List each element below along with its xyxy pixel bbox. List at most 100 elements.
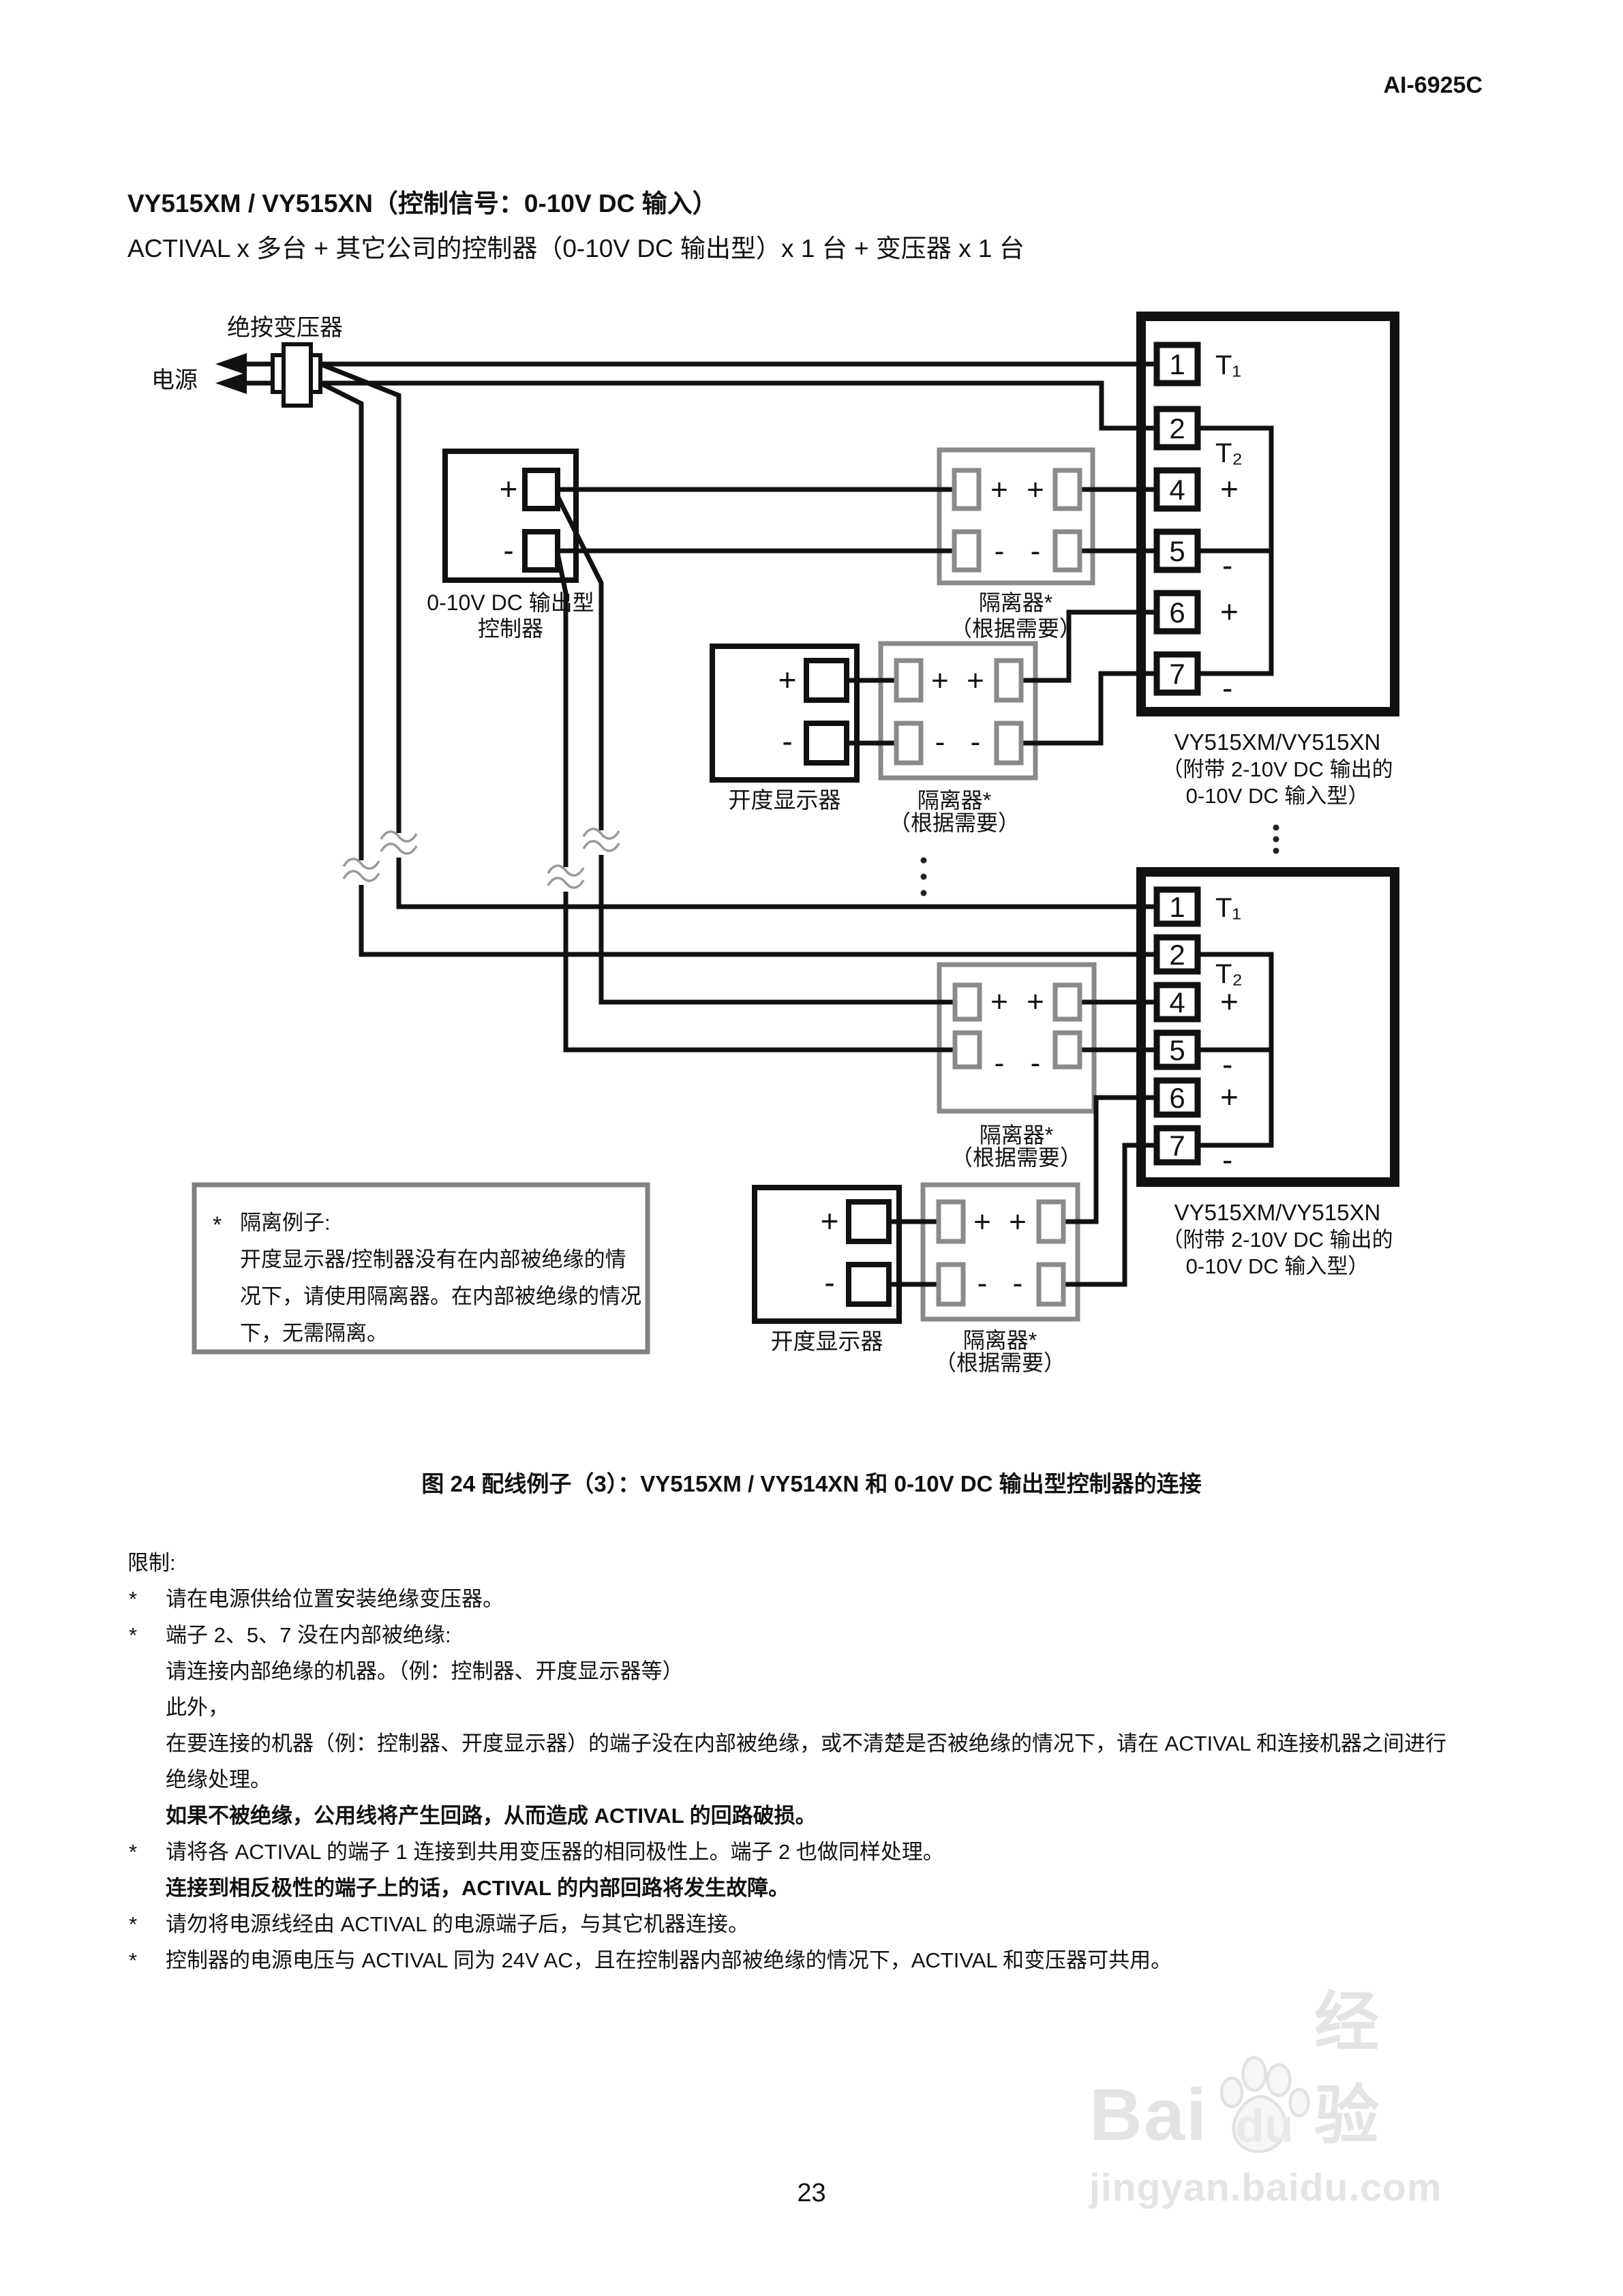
isolator11-plus-out-sign: + <box>1027 473 1044 507</box>
wire-power-branch-b2-to-t2-unit2 <box>359 885 1157 957</box>
baidu-logo-bai: Bai <box>1089 2073 1209 2156</box>
restriction-text: 请连接内部绝缘的机器。（例：控制器、开度显示器等） <box>166 1659 684 1683</box>
unit1-label-line3: 0-10V DC 输入型） <box>1186 784 1369 808</box>
wire-isolator22-plus-to-t6 <box>1063 1095 1157 1224</box>
unit2-t4-plus: + <box>1220 984 1239 1019</box>
unit1-terminal-4 <box>1153 467 1201 512</box>
power-arrows <box>215 353 247 394</box>
wire-isolator12-plus-to-t6 <box>1021 609 1157 683</box>
unit1-terminal-label-2: 2 <box>1169 412 1185 444</box>
display1-plus-sign: + <box>778 662 797 697</box>
isolator22-out-plus <box>1036 1199 1066 1244</box>
isolator12-plus-out-sign: + <box>967 664 984 697</box>
display1-minus-sign: - <box>782 723 792 759</box>
isolator22-plus-in-sign: + <box>973 1205 991 1239</box>
display2-plus-sign: + <box>821 1203 839 1239</box>
baidu-logo: Bai du 经验 <box>1089 1987 1403 2157</box>
baidu-watermark-url: jingyan.baidu.com <box>1089 2166 1442 2209</box>
power-label: 电源 <box>151 367 198 393</box>
wire-break-icon <box>582 828 620 840</box>
unit2-terminal-1 <box>1153 886 1201 927</box>
unit2-terminal-label-7: 7 <box>1169 1130 1185 1162</box>
continuation-dots-icon <box>1273 847 1279 854</box>
wire-break-icon <box>547 877 585 889</box>
restriction-item: *请将各 ACTIVAL 的端子 1 连接到共用变压器的相同极性上。端子 2 也… <box>127 1834 1552 1870</box>
wire-power-branch-a <box>319 361 401 833</box>
section-title: VY515XM / VY515XN（控制信号：0-10V DC 输入） <box>127 190 718 217</box>
restrictions-section: 限制: *请在电源供给位置安装绝缘变压器。 *端子 2、5、7 没在内部被绝缘:… <box>127 1545 1552 1978</box>
unit1-terminal-label-4: 4 <box>1169 474 1185 506</box>
restrictions-heading: 限制: <box>127 1545 1552 1581</box>
display1-label: 开度显示器 <box>729 787 841 813</box>
controller-minus-sign: - <box>503 532 513 568</box>
isolator21-out-plus <box>1052 982 1082 1022</box>
isolator11-in-minus <box>952 529 982 573</box>
isolator21-label-line2: （根据需要） <box>951 1145 1082 1170</box>
isolator11-out-plus <box>1052 468 1082 511</box>
unit2-label-line1: VY515XM/VY515XN <box>1174 1200 1381 1225</box>
unit2-terminal-label-2: 2 <box>1169 939 1185 971</box>
display1-plus-terminal <box>804 658 849 703</box>
wire-power-to-t2-unit1 <box>239 380 1157 431</box>
wire-break-icon <box>342 870 380 882</box>
isolator11-plus-in-sign: + <box>990 473 1008 507</box>
unit2-terminal-4 <box>1153 982 1201 1023</box>
wire-power-branch-b <box>319 380 364 860</box>
isolator21-label-line1: 隔离器* <box>980 1123 1053 1147</box>
isolator22-plus-out-sign: + <box>1009 1205 1027 1239</box>
continuation-dots-icon <box>1273 824 1279 831</box>
controller-label-line2: 控制器 <box>478 616 543 641</box>
bullet-marker: * <box>129 1912 138 1936</box>
isolator21-in-minus <box>952 1030 982 1070</box>
terminals <box>522 342 1201 1307</box>
controller-label-line1: 0-10V DC 输出型 <box>427 590 594 615</box>
note-box <box>192 1182 650 1355</box>
unit2-terminal-label-4: 4 <box>1169 986 1185 1018</box>
restriction-item: 此外， <box>127 1689 1552 1725</box>
restrictions-heading-text: 限制: <box>127 1551 176 1575</box>
baidu-logo-jingyan: 经验 <box>1314 1987 1382 2152</box>
unit1-t5-minus: - <box>1222 547 1232 583</box>
baidu-logo-du: du <box>1235 2099 1294 2152</box>
unit1-terminal-label-6: 6 <box>1169 596 1185 629</box>
wire-controller-plus-branch <box>555 495 604 830</box>
unit1-terminal-label-5: 5 <box>1169 535 1185 567</box>
wires <box>239 361 1157 1287</box>
wire-power-branch-a2-to-t1-unit2 <box>396 858 1157 909</box>
wire-break-icon <box>342 858 380 870</box>
continuation-dots <box>920 824 1279 896</box>
unit2-terminal-label-1: 1 <box>1169 891 1185 923</box>
isolator11-minus-in-sign: - <box>995 534 1005 568</box>
unit2-t7-minus: - <box>1222 1142 1232 1177</box>
isolator12-in-plus <box>894 658 924 703</box>
unit1-terminal-5 <box>1153 528 1201 573</box>
restriction-text: 在要连接的机器（例：控制器、开度显示器）的端子没在内部被绝缘，或不清楚是否被绝缘… <box>166 1732 1446 1755</box>
display1-minus-terminal <box>804 721 849 766</box>
continuation-dots-icon <box>920 873 927 880</box>
isolator21-plus-in-sign: + <box>990 985 1008 1018</box>
controller-plus-terminal <box>522 468 560 511</box>
isolator21-out-minus <box>1052 1030 1082 1070</box>
unit1-terminal-6 <box>1153 590 1201 635</box>
unit1-t6-plus: + <box>1220 594 1239 629</box>
figure-caption: 图 24 配线例子（3）：VY515XM / VY514XN 和 0-10V D… <box>421 1471 1202 1496</box>
isolator12-in-minus <box>894 721 924 766</box>
wire-break-icon <box>582 840 620 852</box>
restriction-text: 连接到相反极性的端子上的话，ACTIVAL 的内部回路将发生故障。 <box>166 1876 790 1900</box>
note-line2: 开度显示器/控制器没有在内部被绝缘的情 <box>240 1248 626 1271</box>
unit1-terminal-1 <box>1153 342 1201 387</box>
restriction-item: 绝缘处理。 <box>127 1762 1552 1798</box>
unit2-terminal-7 <box>1153 1125 1201 1166</box>
unit1-label-line1: VY515XM/VY515XN <box>1174 729 1381 755</box>
bullet-marker: * <box>129 1948 138 1972</box>
unit2-label-line2: （附带 2-10V DC 输出的 <box>1162 1228 1393 1252</box>
bullet-marker: * <box>129 1587 138 1611</box>
restriction-text: 请在电源供给位置安装绝缘变压器。 <box>166 1587 504 1611</box>
isolator22-label-line2: （根据需要） <box>935 1350 1065 1375</box>
isolator-terminals <box>894 468 1082 1307</box>
restriction-item: 请连接内部绝缘的机器。（例：控制器、开度显示器等） <box>127 1653 1552 1689</box>
wire-isolator22-minus-to-t7 <box>1063 1143 1157 1287</box>
page-number: 23 <box>797 2179 826 2207</box>
isolator12-out-minus <box>994 721 1024 766</box>
note-line3: 况下，请使用隔离器。在内部被绝缘的情况 <box>240 1284 641 1308</box>
